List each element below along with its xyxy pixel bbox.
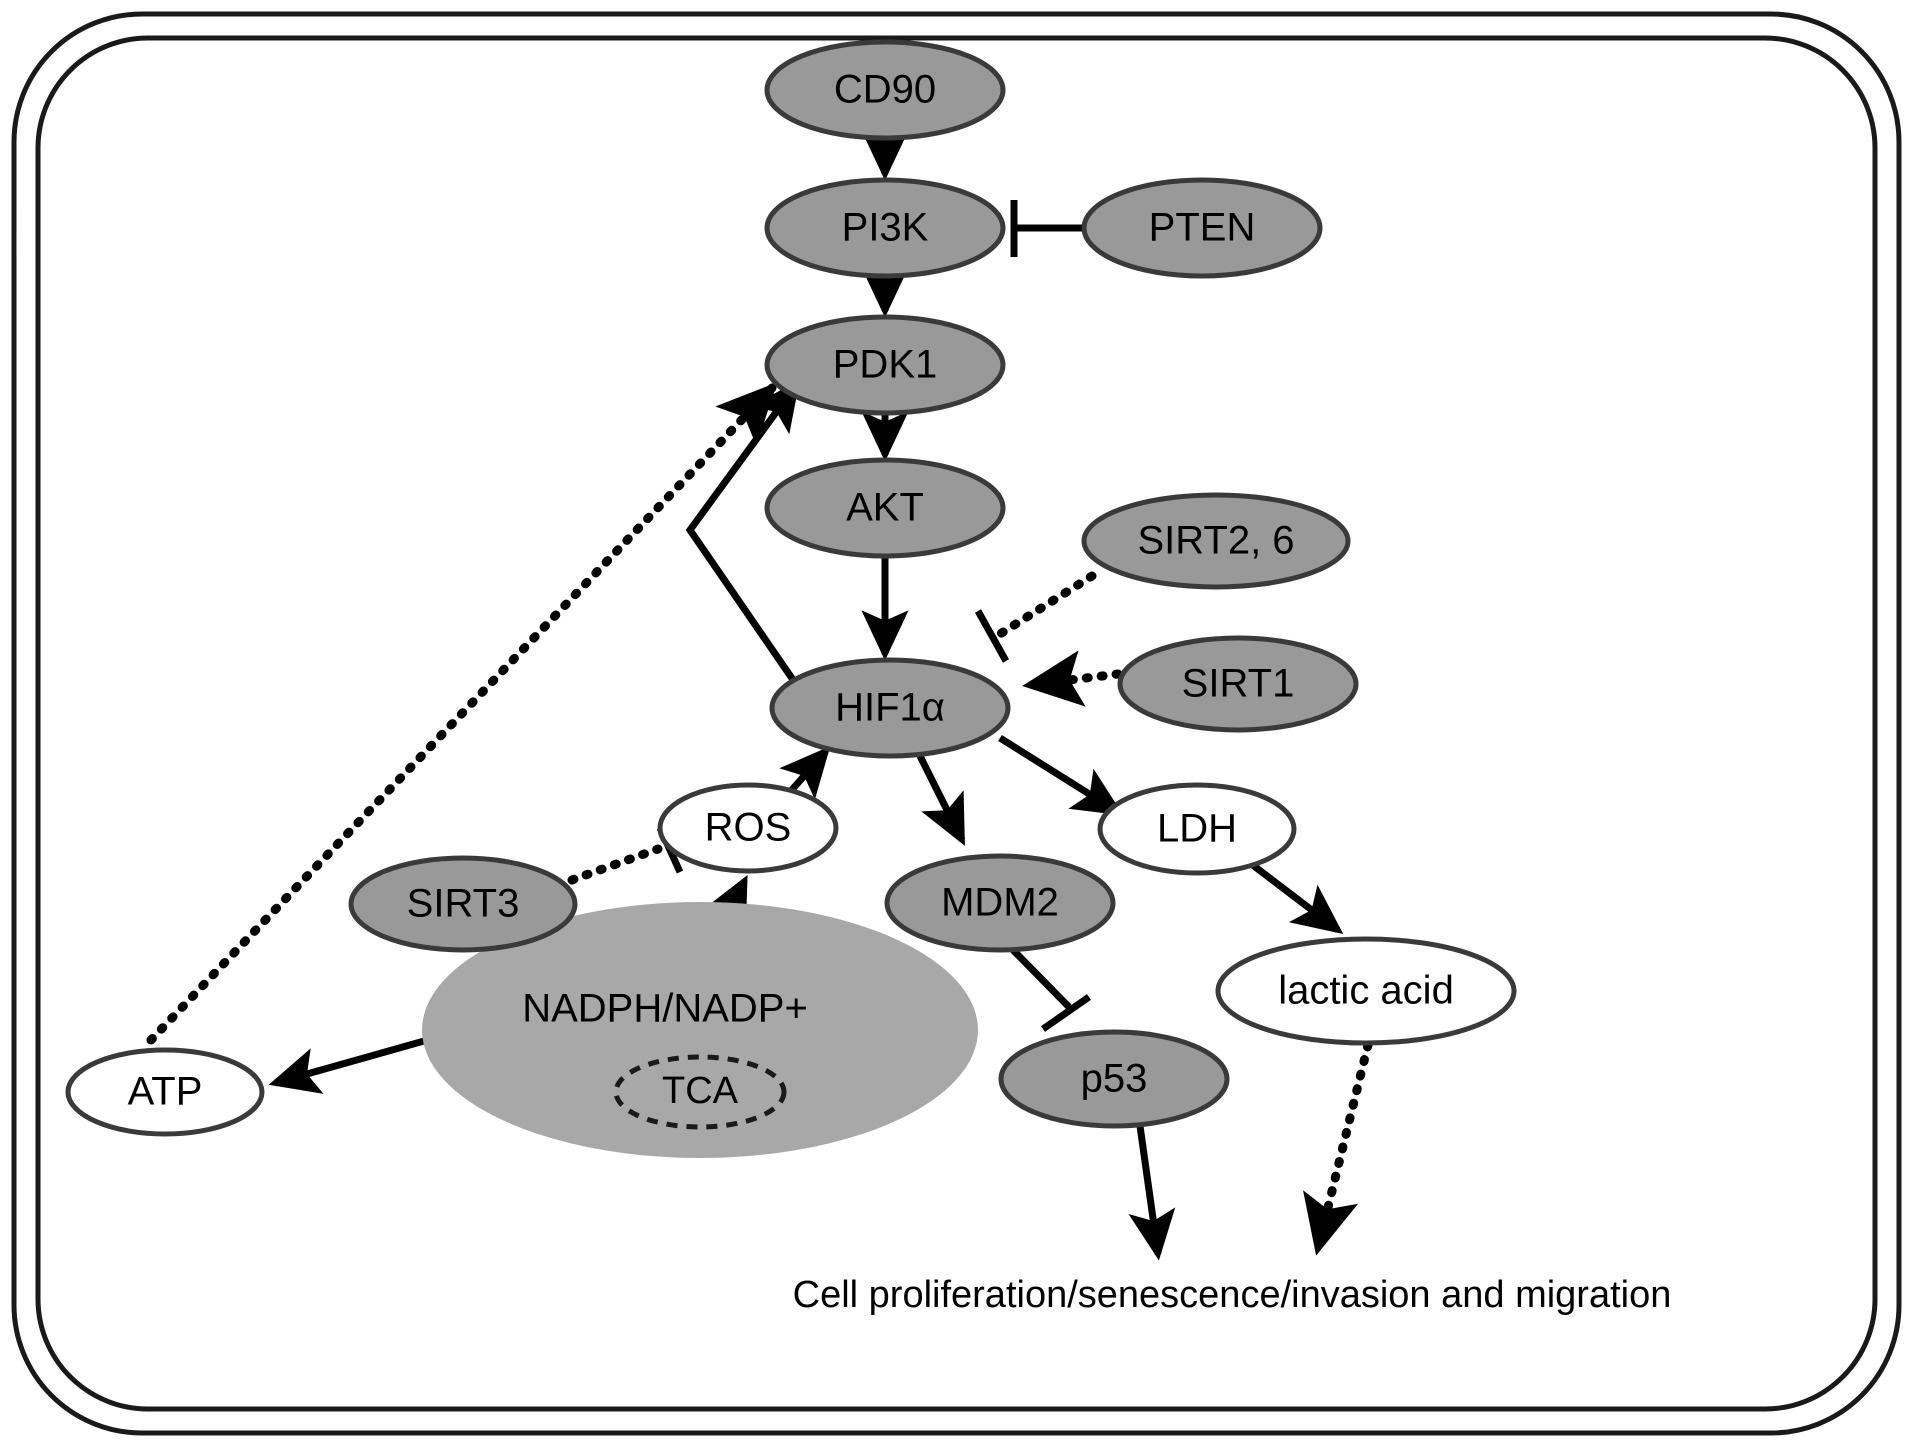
node-sirt2-6[interactable]: SIRT2, 6: [1081, 492, 1351, 590]
node-hif1a-shape[interactable]: [769, 657, 1011, 759]
membrane-outer-line: [11, 11, 1902, 1436]
mitochondrion-label: NADPH/NADP+: [522, 987, 808, 1031]
node-sirt3[interactable]: SIRT3: [348, 855, 578, 953]
node-mdm2[interactable]: MDM2: [884, 853, 1116, 953]
edge-atp-pdk1: [146, 382, 778, 1045]
inhibition-bar: [974, 609, 1010, 663]
edge-hif1a-mdm2: [916, 754, 966, 846]
node-ros[interactable]: ROS: [657, 782, 839, 874]
node-ldh-shape[interactable]: [1097, 782, 1297, 876]
node-hif1a-label: HIF1α: [835, 686, 945, 730]
node-akt-label: AKT: [846, 486, 924, 530]
node-cd90-shape[interactable]: [764, 39, 1006, 141]
node-atp-shape[interactable]: [65, 1047, 265, 1137]
node-cd90[interactable]: CD90: [764, 39, 1006, 141]
node-lactic-acid-shape[interactable]: [1215, 936, 1517, 1046]
edge-layer: [146, 130, 1373, 1261]
node-p53-shape[interactable]: [998, 1029, 1230, 1129]
cell-membrane: [11, 11, 1902, 1436]
node-hif1a[interactable]: HIF1α: [769, 657, 1011, 759]
node-sirt2-6-shape[interactable]: [1081, 492, 1351, 590]
dotted-shaft: [567, 844, 663, 885]
node-pi3k[interactable]: PI3K: [764, 177, 1006, 279]
tca-label: TCA: [662, 1070, 739, 1112]
node-pten-label: PTEN: [1149, 206, 1256, 250]
node-sirt2-6-label: SIRT2, 6: [1137, 519, 1294, 563]
outcome-caption: Cell proliferation/senescence/invasion a…: [793, 1274, 1672, 1316]
node-pdk1-shape[interactable]: [764, 314, 1006, 416]
edge-ldh-lactic: [1247, 860, 1344, 934]
node-atp[interactable]: ATP: [65, 1047, 265, 1137]
node-akt-shape[interactable]: [764, 457, 1006, 559]
node-p53[interactable]: p53: [998, 1029, 1230, 1129]
node-ldh-label: LDH: [1157, 807, 1237, 851]
edge-lactic-outcome: [1303, 1040, 1373, 1256]
node-pi3k-label: PI3K: [842, 206, 929, 250]
edge-sirt1-hif1a: [1022, 650, 1123, 707]
inhibition-bar: [1041, 994, 1091, 1032]
edge-p53-outcome: [1128, 1125, 1176, 1261]
edge-hif1a-pdk1: [685, 379, 803, 692]
inhibition-shaft: [1010, 947, 1072, 1010]
tca-ellipse: [613, 1054, 787, 1130]
edge-mdm2-p53: [1010, 947, 1091, 1032]
node-ros-label: ROS: [705, 806, 792, 850]
node-sirt1[interactable]: SIRT1: [1117, 635, 1359, 733]
node-cd90-label: CD90: [834, 68, 936, 112]
edge-hif1a-ldh: [998, 735, 1124, 816]
node-ros-shape[interactable]: [657, 782, 839, 874]
node-mdm2-label: MDM2: [941, 881, 1059, 925]
node-sirt1-label: SIRT1: [1182, 662, 1295, 706]
node-mdm2-shape[interactable]: [884, 853, 1116, 953]
node-atp-label: ATP: [128, 1070, 203, 1114]
node-pten-shape[interactable]: [1081, 177, 1323, 279]
node-akt[interactable]: AKT: [764, 457, 1006, 559]
mitochondrion: NADPH/NADP+ TCA: [422, 902, 978, 1158]
dotted-shaft: [995, 571, 1097, 639]
edge-sirt26-hif1a: [974, 571, 1097, 663]
node-sirt3-label: SIRT3: [407, 882, 520, 926]
membrane-inner-line: [35, 35, 1878, 1412]
node-pdk1[interactable]: PDK1: [764, 314, 1006, 416]
node-ldh[interactable]: LDH: [1097, 782, 1297, 876]
node-lactic-acid-label: lactic acid: [1278, 969, 1454, 1013]
edge-ros-hif1a: [779, 746, 831, 800]
node-pdk1-label: PDK1: [833, 343, 938, 387]
node-sirt3-shape[interactable]: [348, 855, 578, 953]
edge-pten-pi3k: [1010, 200, 1084, 257]
node-pten[interactable]: PTEN: [1081, 177, 1323, 279]
mitochondrion-body: [422, 902, 978, 1158]
node-p53-label: p53: [1081, 1057, 1148, 1101]
node-pi3k-shape[interactable]: [764, 177, 1006, 279]
node-sirt1-shape[interactable]: [1117, 635, 1359, 733]
node-lactic-acid[interactable]: lactic acid: [1215, 936, 1517, 1046]
